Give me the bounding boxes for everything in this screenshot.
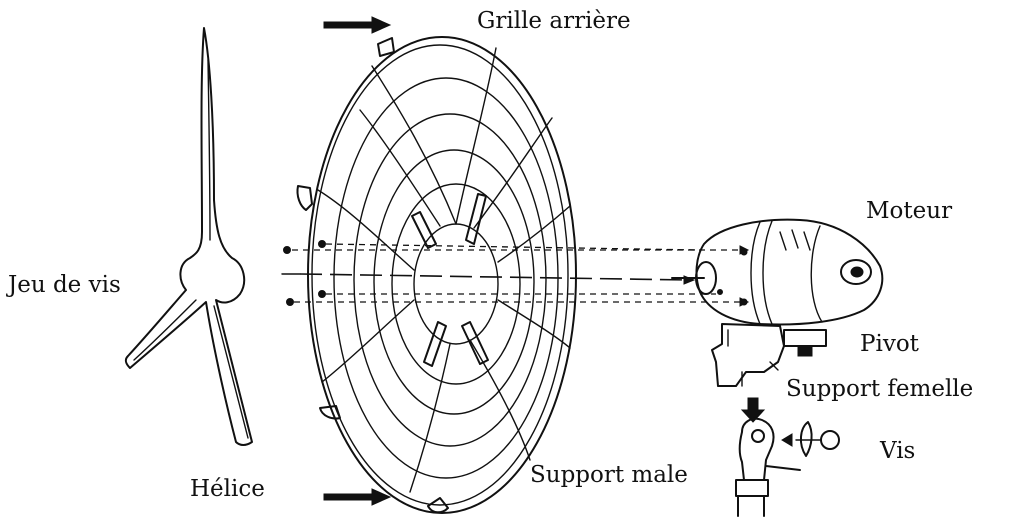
label-screw: Vis (880, 438, 916, 464)
screw-drawing (781, 421, 840, 457)
fan-blade-drawing (124, 27, 253, 446)
label-motor: Moteur (866, 198, 953, 224)
label-rear-grille: Grille arrière (477, 8, 631, 34)
label-blade: Hélice (190, 476, 265, 502)
male-support-drawing (735, 417, 801, 517)
rotation-arrow-bottom-icon (323, 488, 392, 506)
label-male-support: Support male (530, 462, 688, 488)
female-support-drawing (711, 323, 785, 387)
motor-drawing (671, 218, 884, 326)
rotation-arrow-top-icon (323, 16, 392, 34)
rear-grille-drawing (296, 36, 577, 514)
down-arrow-icon (740, 397, 766, 423)
screw-set-drawing (281, 240, 326, 306)
label-screw-set: Jeu de vis (8, 272, 121, 298)
label-pivot: Pivot (860, 331, 919, 357)
label-female-support: Support femelle (786, 376, 974, 402)
pivot-drawing (783, 329, 827, 357)
